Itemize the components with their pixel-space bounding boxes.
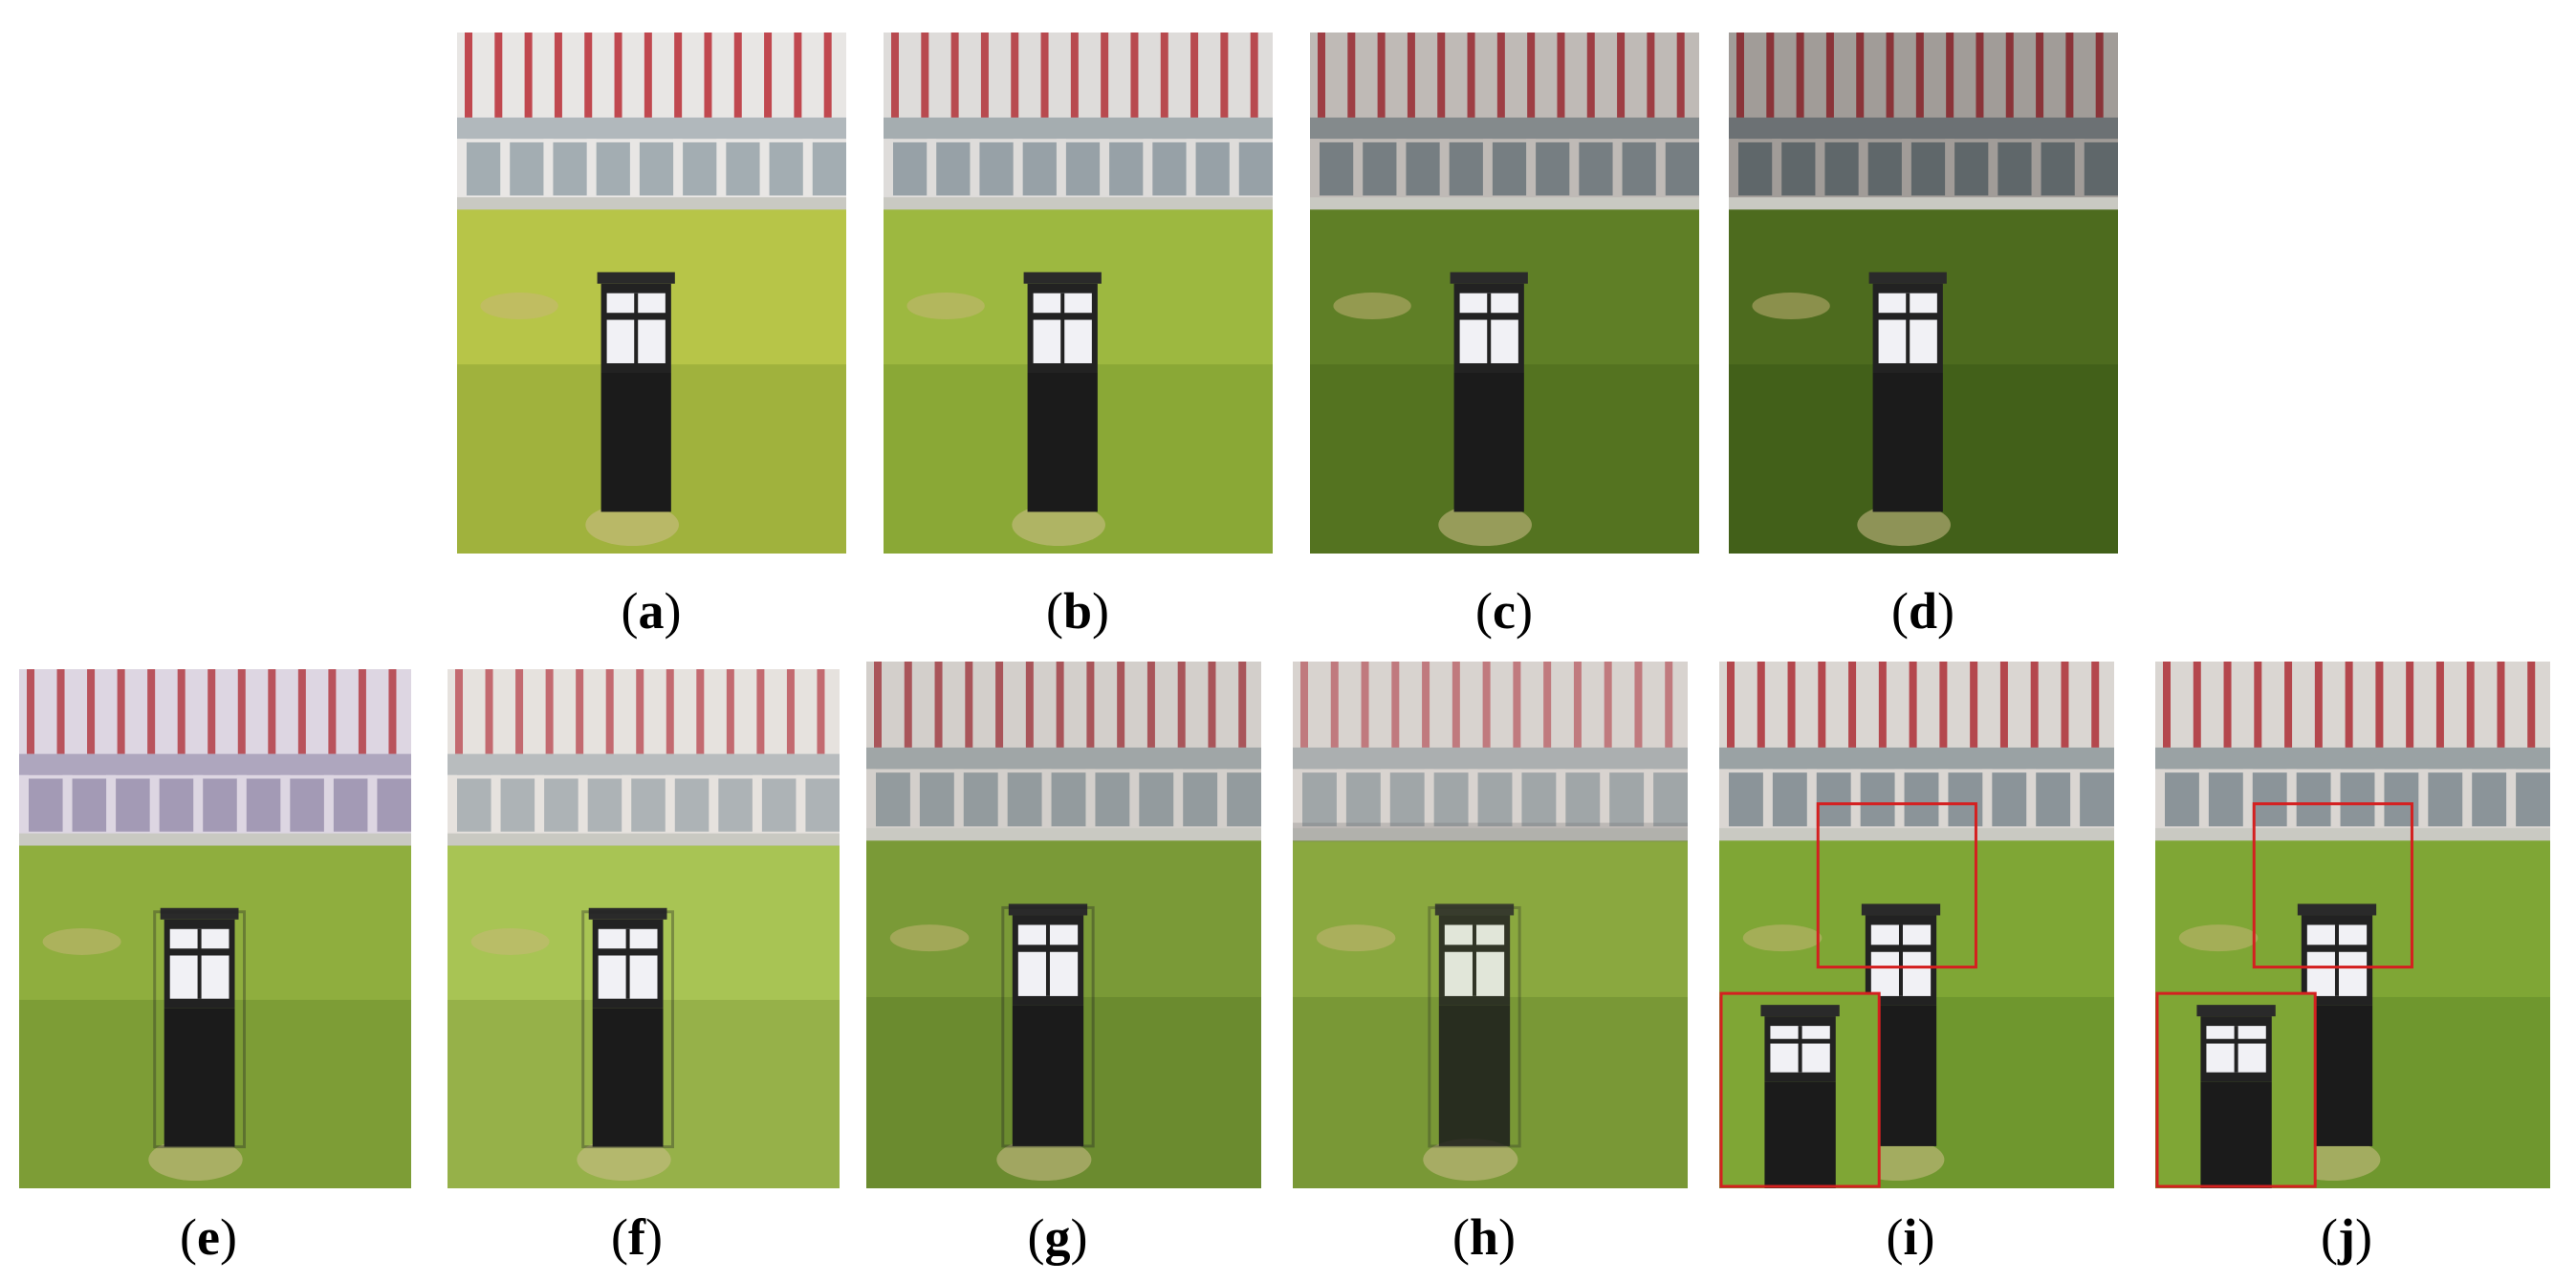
caption-d: (d)	[1890, 582, 1954, 640]
scene-image	[457, 33, 846, 554]
panel-f	[448, 669, 840, 1188]
caption-f: (f)	[611, 1208, 663, 1266]
panel-e	[19, 669, 411, 1188]
caption-e: (e)	[180, 1208, 237, 1266]
caption-h: (h)	[1452, 1208, 1516, 1266]
lamp-post	[597, 272, 675, 512]
scene-image	[19, 669, 411, 1188]
caption-b: (b)	[1045, 582, 1109, 640]
zoom-region-box	[1816, 802, 1977, 969]
caption-g: (g)	[1027, 1208, 1088, 1266]
scene-image	[1310, 33, 1699, 554]
scene-image	[866, 662, 1261, 1188]
panel-b	[884, 33, 1273, 554]
lamp-post	[1868, 272, 1947, 512]
lamp-post	[1450, 272, 1528, 512]
lamp-post	[1428, 903, 1521, 1148]
lamp-post	[1001, 903, 1095, 1148]
panel-i	[1719, 662, 2114, 1188]
scene-image	[1293, 662, 1688, 1188]
scene-image	[448, 669, 840, 1188]
caption-c: (c)	[1475, 582, 1533, 640]
scene-image	[884, 33, 1273, 554]
caption-a: (a)	[621, 582, 682, 640]
scene-image	[2155, 662, 2550, 1188]
lamp-post	[1023, 272, 1102, 512]
panel-c	[1310, 33, 1699, 554]
zoom-region-box	[2252, 802, 2413, 969]
scene-image	[1719, 662, 2114, 1188]
panel-j	[2155, 662, 2550, 1188]
caption-j: (j)	[2321, 1208, 2372, 1266]
scene-image	[1729, 33, 2118, 554]
lamp-post	[581, 907, 674, 1149]
panel-d	[1729, 33, 2118, 554]
caption-i: (i)	[1886, 1208, 1935, 1266]
panel-h	[1293, 662, 1688, 1188]
panel-g	[866, 662, 1261, 1188]
lamp-post	[153, 907, 246, 1149]
zoom-inset	[1719, 991, 1881, 1188]
panel-a	[457, 33, 846, 554]
zoom-inset	[2155, 991, 2317, 1188]
